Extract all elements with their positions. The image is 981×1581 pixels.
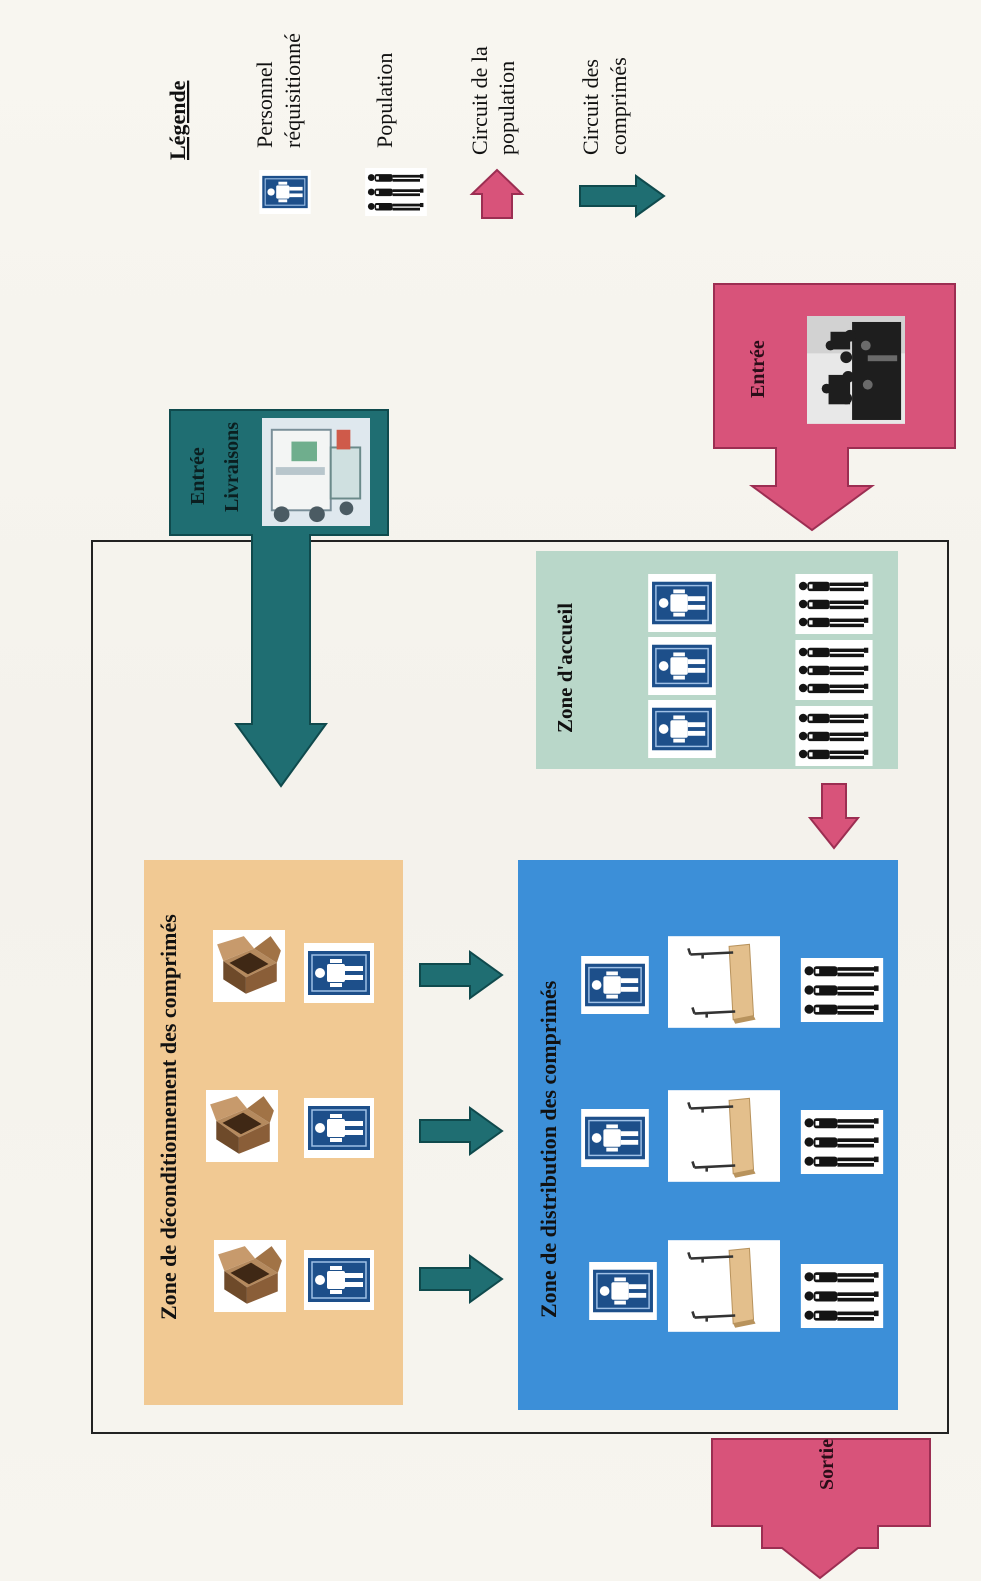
population-flow-arrow — [807, 783, 861, 850]
table-icon — [668, 1090, 780, 1182]
exit-arrow — [711, 1438, 931, 1580]
distribution-zone: Zone de distribution des comprimés — [518, 860, 898, 1410]
main-entrance: Entrée — [713, 283, 956, 532]
population-icon — [800, 958, 884, 1022]
unpacking-zone: Zone de déconditionnement des comprimés — [144, 860, 403, 1405]
reception-zone: Zone d'accueil — [536, 551, 898, 769]
legend-pop-circuit-line2: population — [494, 61, 519, 155]
staff-icon — [648, 574, 716, 632]
population-icon — [365, 168, 427, 216]
unpacking-zone-title: Zone de déconditionnement des comprimés — [156, 914, 181, 1320]
legend-title: Légende — [165, 80, 190, 160]
staff-icon — [580, 956, 650, 1014]
staff-icon — [648, 637, 716, 695]
pink-arrow-icon — [469, 168, 525, 219]
pill-flow-arrow — [419, 950, 504, 1000]
box-icon — [213, 930, 285, 1002]
exit-label: Sortie — [816, 1439, 838, 1490]
table-icon — [668, 1240, 780, 1332]
main-entrance-label: Entrée — [747, 340, 769, 398]
population-icon — [795, 640, 873, 700]
exit: Sortie — [711, 1438, 931, 1580]
staff-icon — [258, 170, 312, 214]
pill-flow-arrow — [419, 1254, 504, 1304]
population-icon — [800, 1110, 884, 1174]
population-icon — [795, 706, 873, 766]
staff-icon — [303, 1250, 375, 1310]
delivery-entrance: Entrée Livraisons — [169, 409, 389, 788]
legend: Légende Personnel réquisitionné Populati… — [165, 33, 666, 219]
distribution-zone-title: Zone de distribution des comprimés — [536, 980, 561, 1318]
building-outline — [91, 540, 949, 1434]
pill-flow-arrow — [419, 1106, 504, 1156]
staff-icon — [303, 1098, 375, 1158]
staff-icon — [580, 1109, 650, 1167]
population-icon — [795, 574, 873, 634]
legend-staff-line1: Personnel — [252, 61, 277, 148]
staff-icon — [588, 1262, 658, 1320]
pill-flow-arrows — [419, 950, 504, 1304]
staff-icon — [303, 943, 375, 1003]
legend-pill-circuit-line1: Circuit des — [578, 59, 603, 155]
legend-population-line1: Population — [372, 53, 397, 148]
box-icon — [214, 1240, 286, 1312]
legend-pill-circuit-line2: comprimés — [606, 57, 631, 155]
delivery-label-line1: Entrée — [187, 447, 209, 505]
population-icon — [800, 1264, 884, 1328]
crowd-picture — [807, 316, 905, 424]
box-icon — [206, 1090, 278, 1162]
reception-zone-title: Zone d'accueil — [553, 603, 577, 733]
truck-picture — [262, 418, 370, 526]
delivery-label-line2: Livraisons — [221, 422, 243, 512]
staff-icon — [648, 700, 716, 758]
legend-pop-circuit-line1: Circuit de la — [467, 46, 492, 155]
table-icon — [668, 936, 780, 1028]
legend-staff-line2: réquisitionné — [280, 33, 305, 148]
teal-arrow-icon — [579, 174, 666, 218]
